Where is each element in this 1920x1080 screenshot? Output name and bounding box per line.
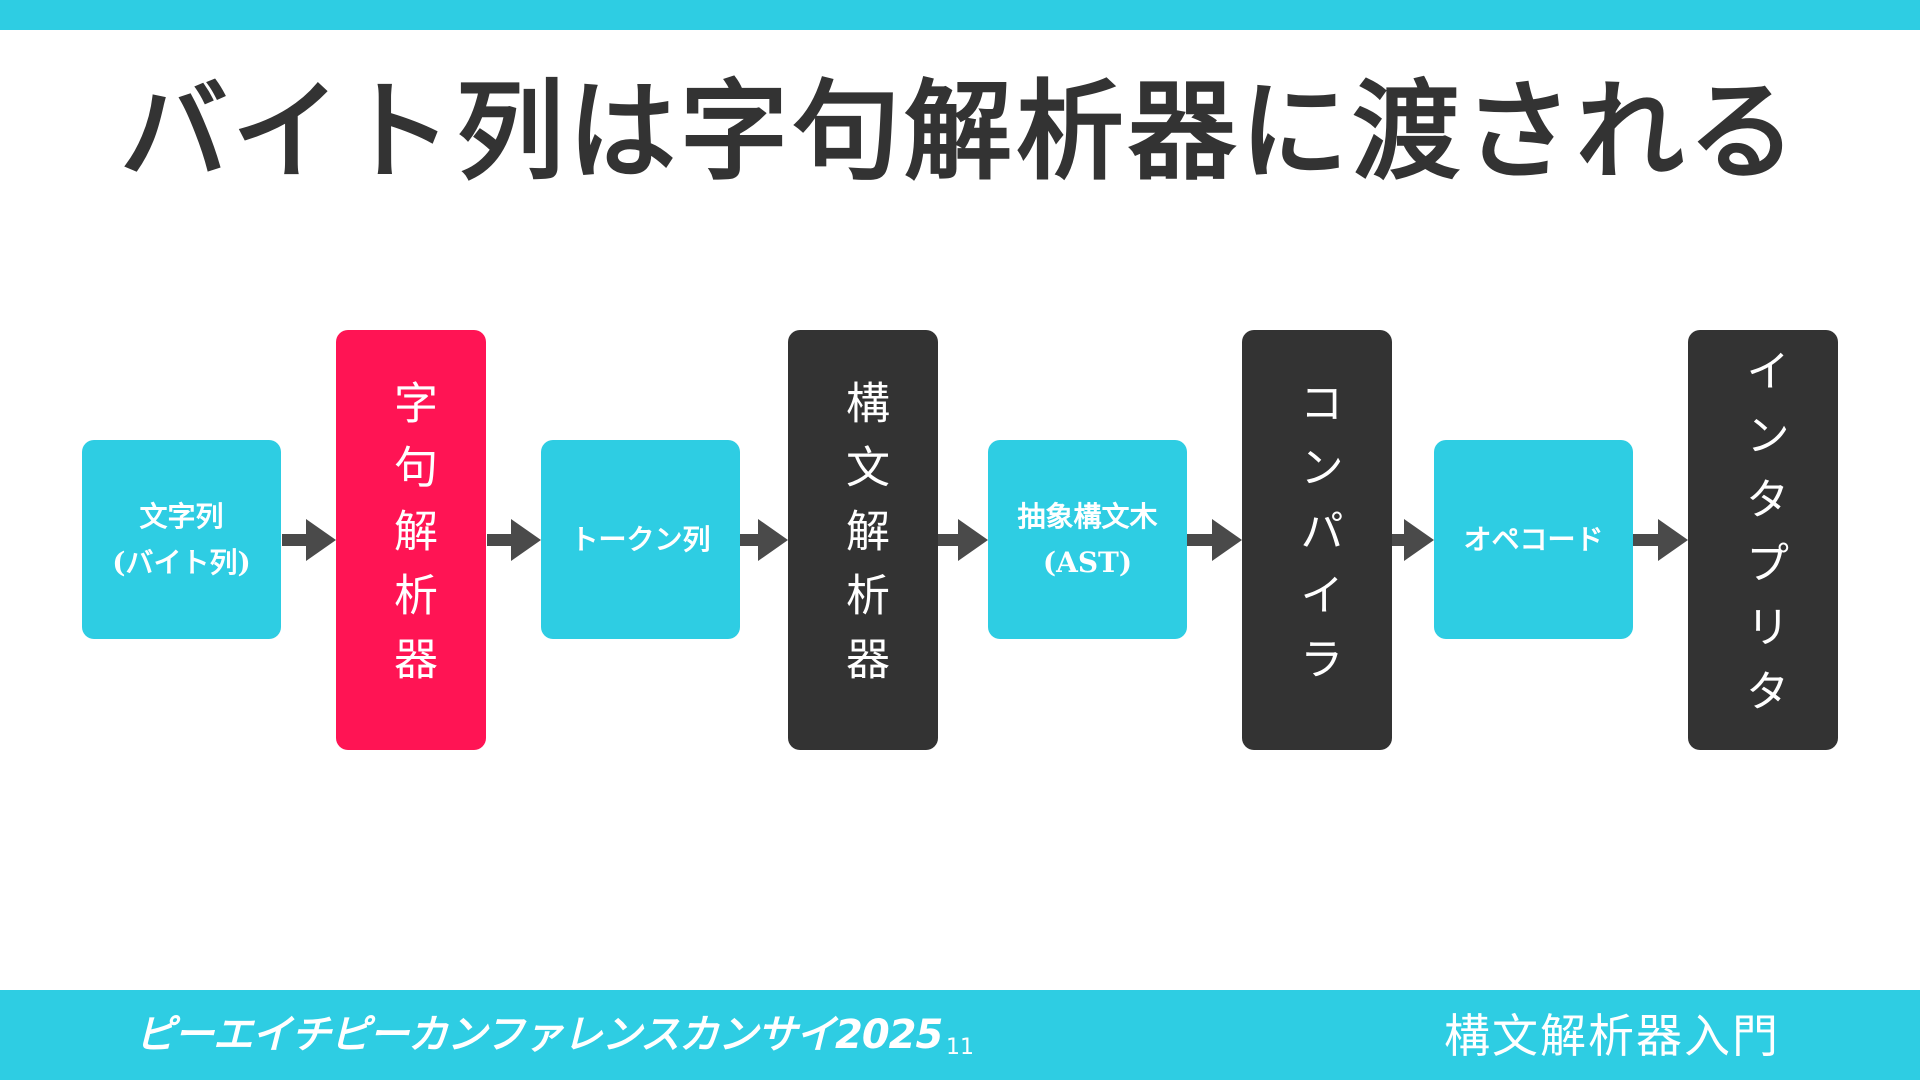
node-lexer: 字句解析器: [336, 330, 486, 750]
page-number: 11: [946, 1035, 974, 1060]
node-interpreter: インタプリタ: [1688, 330, 1838, 750]
footer-bar: [0, 990, 1920, 1080]
node-bytes-label: 文字列 (バイト列): [112, 499, 251, 579]
talk-title: 構文解析器入門: [1444, 1009, 1780, 1063]
node-opcode-label: オペコード: [1463, 522, 1604, 556]
arrow-opcode-to-interpreter: [1633, 519, 1688, 561]
arrow-lexer-to-tokens: [487, 519, 541, 561]
arrow-ast-to-compiler: [1187, 519, 1242, 561]
slide-title: バイト列は字句解析器に渡される: [119, 69, 1800, 195]
node-parser-label: 構文解析器: [838, 380, 889, 700]
node-ast: 抽象構文木 (AST): [988, 440, 1187, 639]
event-logo-text: ピーエイチピーカンファレンスカンサイ2025: [135, 1012, 943, 1058]
arrow-parser-to-ast: [938, 519, 988, 561]
node-ast-label: 抽象構文木 (AST): [1017, 499, 1158, 579]
node-compiler-label: コンパイラ: [1292, 380, 1343, 700]
node-tokens: トークン列: [541, 440, 740, 639]
node-compiler: コンパイラ: [1242, 330, 1392, 750]
arrow-tokens-to-parser: [740, 519, 788, 561]
node-opcode: オペコード: [1434, 440, 1633, 639]
node-parser: 構文解析器: [788, 330, 938, 750]
arrow-compiler-to-opcode: [1392, 519, 1434, 561]
top-accent-bar: [0, 0, 1920, 30]
node-tokens-label: トークン列: [570, 522, 711, 556]
node-interpreter-label: インタプリタ: [1738, 348, 1789, 732]
arrow-bytes-to-lexer: [282, 519, 336, 561]
node-bytes: 文字列 (バイト列): [82, 440, 281, 639]
node-lexer-label: 字句解析器: [386, 380, 437, 700]
